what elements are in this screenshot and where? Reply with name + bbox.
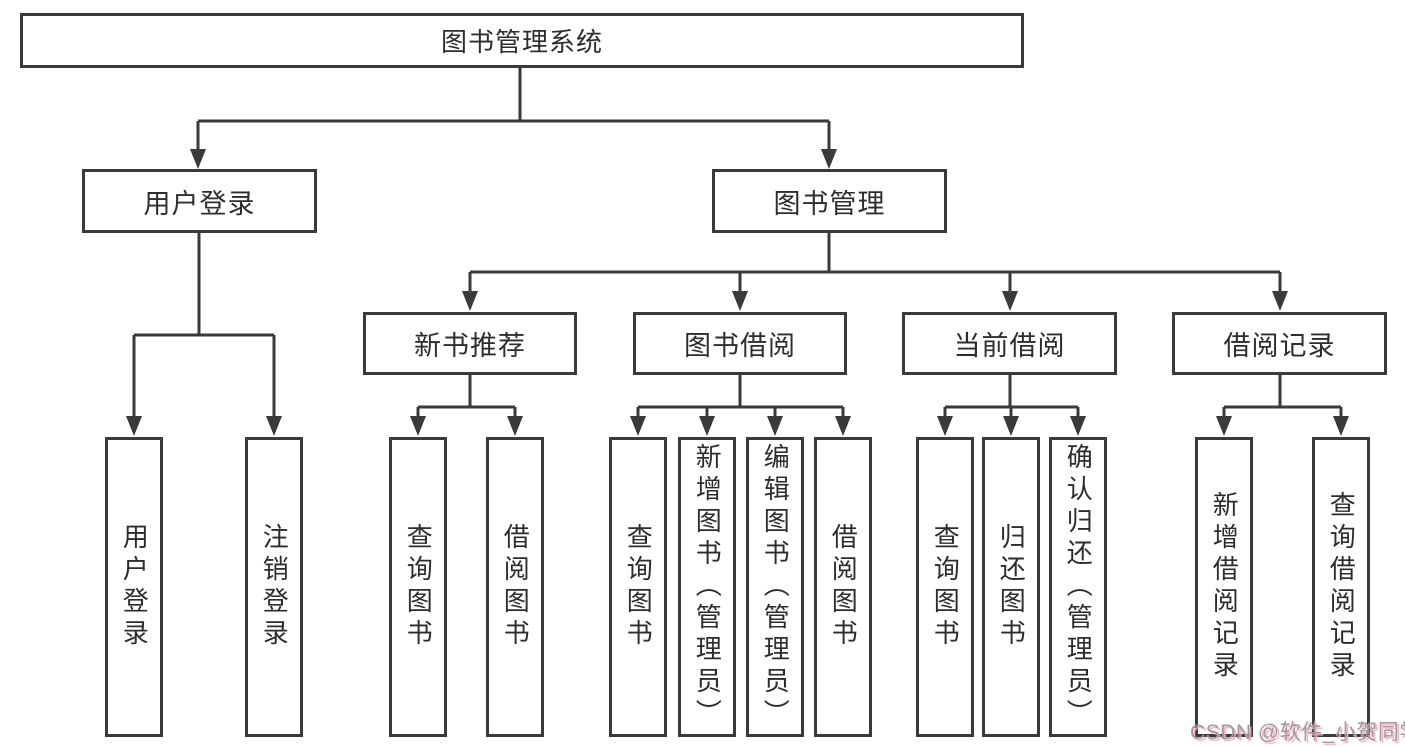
arrow-down-icons [126,149,1349,436]
watermark: CSDN @软件_小贺同学 [1190,721,1405,744]
leaf-user-login: 用户登录 [105,437,163,737]
leaf-query-books-recommend: 查询图书 [389,437,447,737]
node-book-management: 图书管理 [712,169,947,233]
leaf-borrow-books: 借阅图书 [814,437,872,737]
leaf-add-borrow-record: 新增借阅记录 [1195,437,1253,737]
node-borrow-records: 借阅记录 [1172,312,1387,375]
leaf-confirm-return-admin: 确认归还（管理员） [1049,437,1107,737]
leaf-edit-book-admin: 编辑图书（管理员） [746,437,804,737]
leaf-return-book: 归还图书 [982,437,1040,737]
leaf-query-books-current: 查询图书 [916,437,974,737]
leaf-add-book-admin: 新增图书（管理员） [678,437,736,737]
node-current-borrow: 当前借阅 [902,312,1117,375]
node-book-borrow: 图书借阅 [633,312,847,375]
connector-lines [132,68,1343,419]
leaf-query-books-borrow: 查询图书 [609,437,667,737]
node-root-system: 图书管理系统 [20,13,1024,68]
leaf-borrow-books-recommend: 借阅图书 [486,437,544,737]
leaf-logout: 注销登录 [245,437,303,737]
leaf-query-borrow-record: 查询借阅记录 [1312,437,1370,737]
node-user-login: 用户登录 [82,169,317,233]
node-new-book-recommend: 新书推荐 [363,312,577,375]
